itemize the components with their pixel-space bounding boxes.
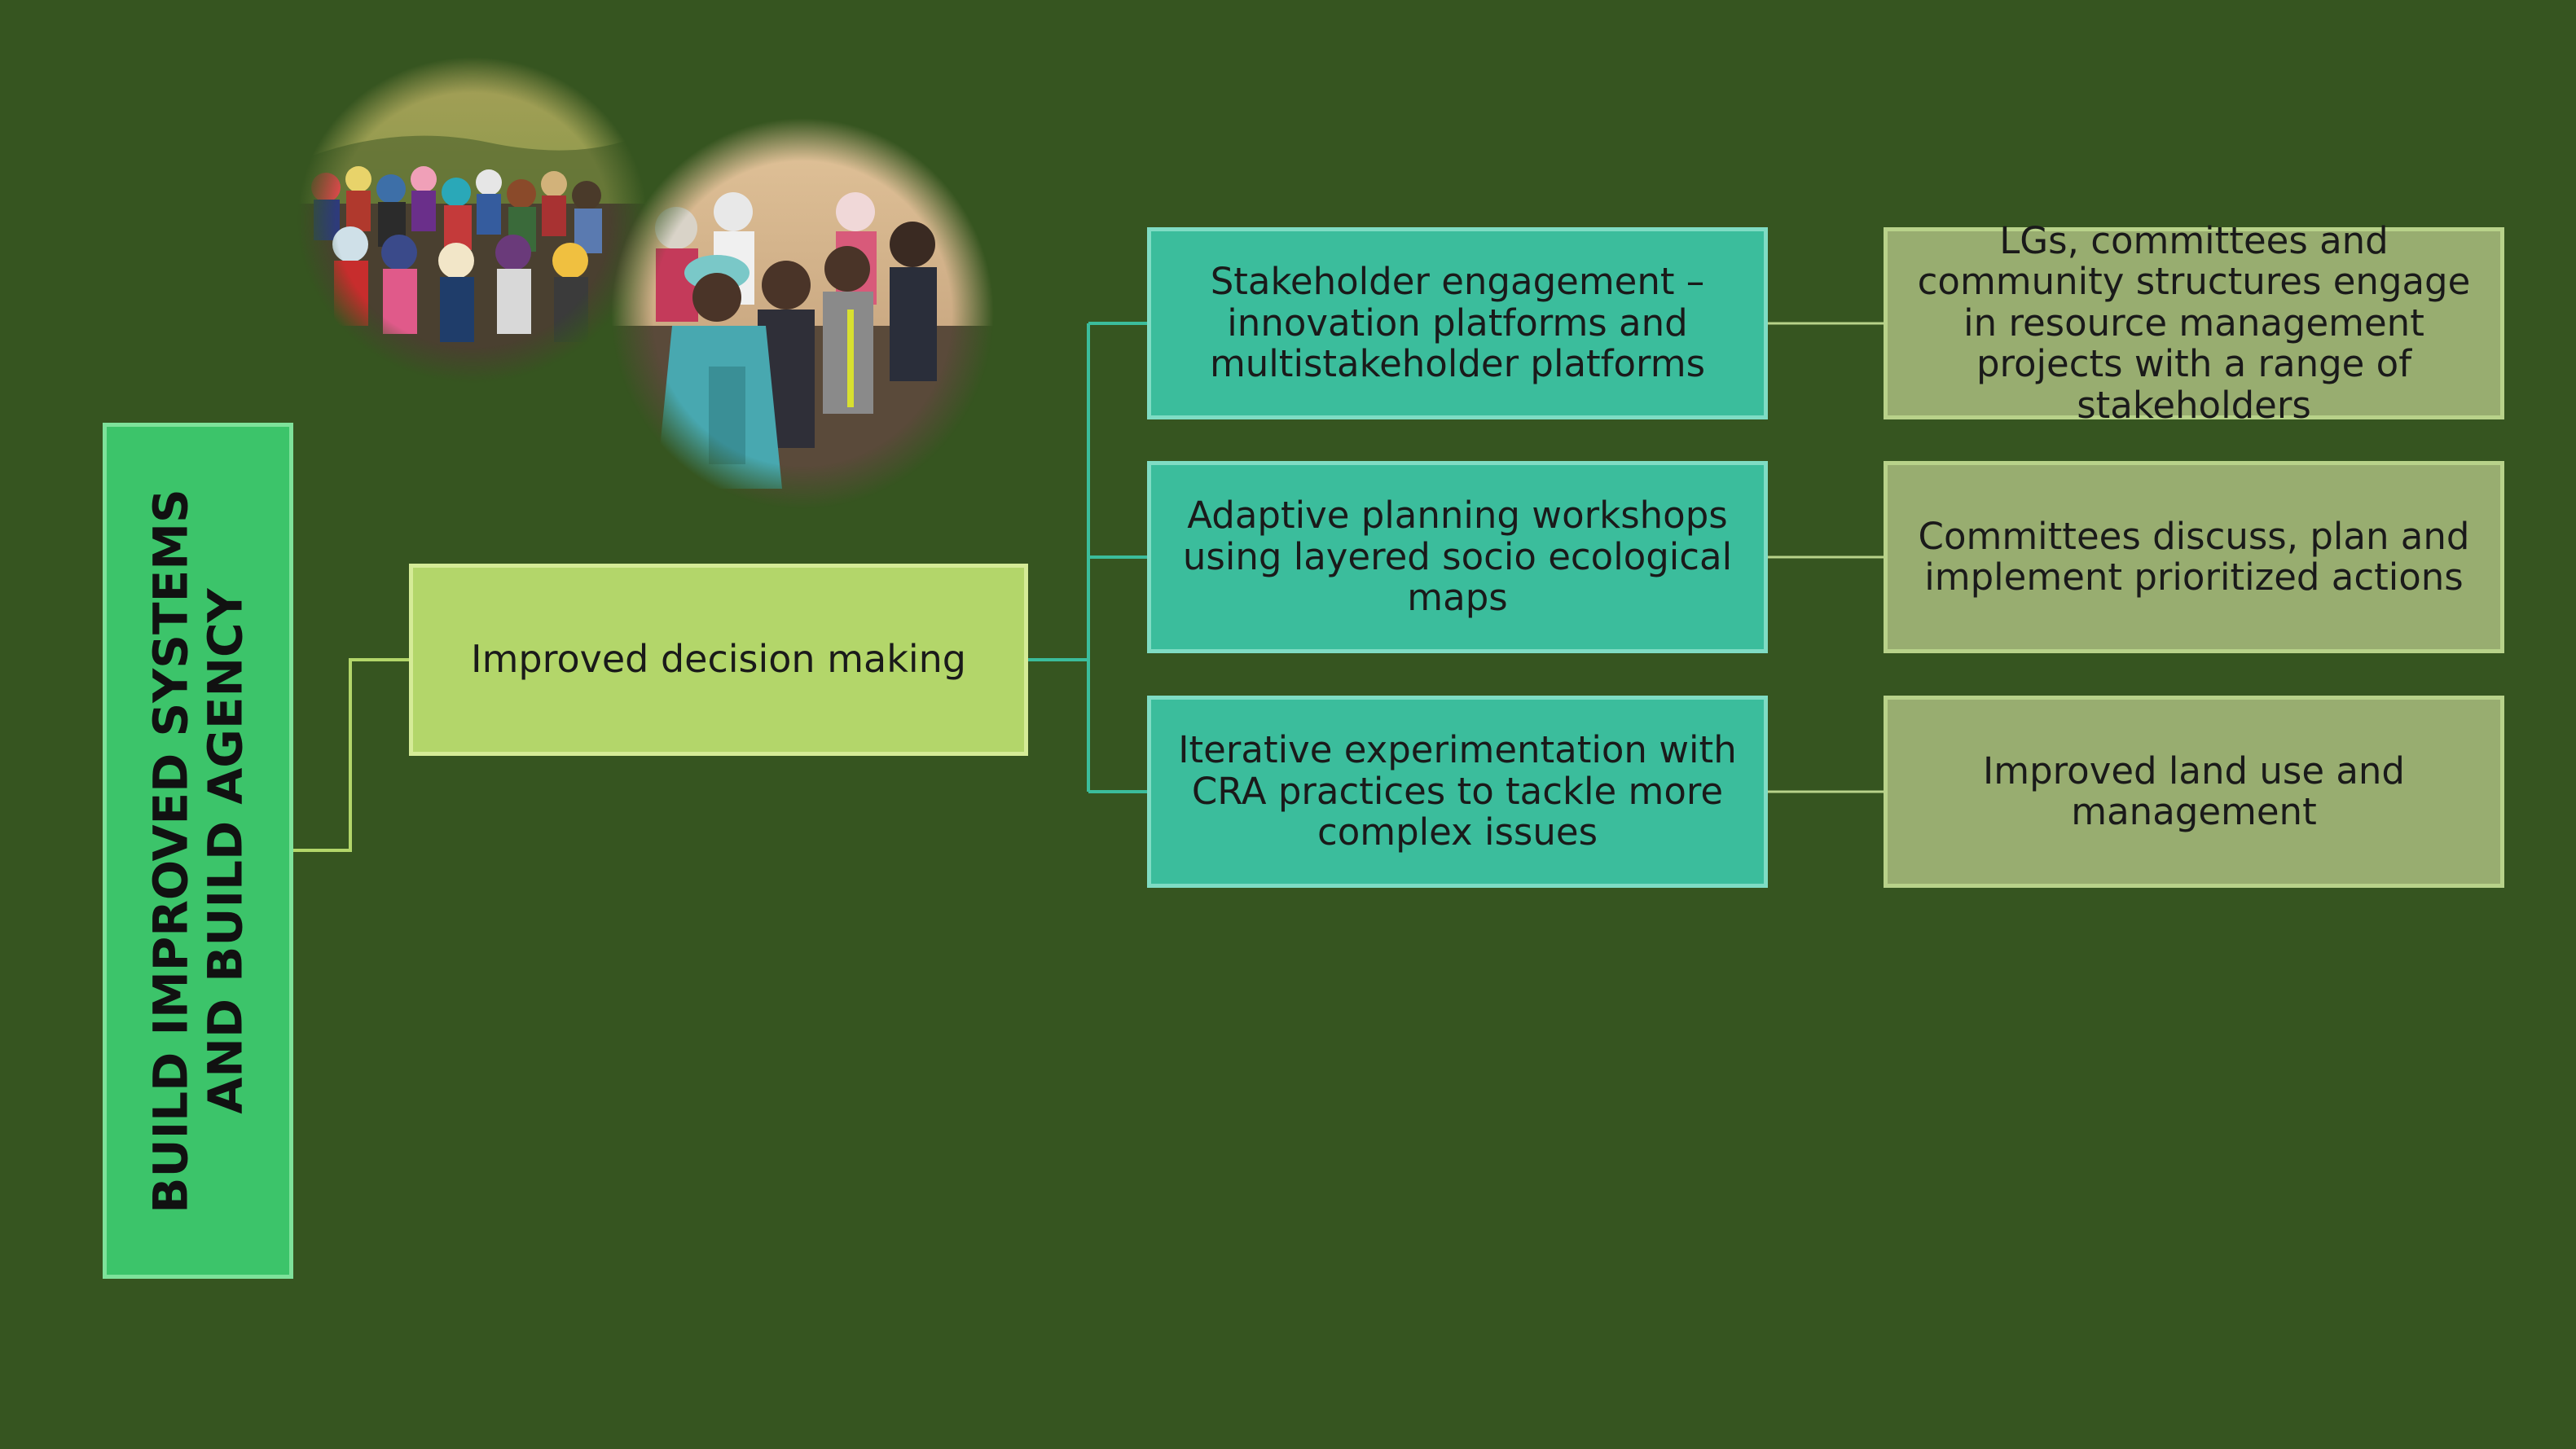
activity-node: Iterative experimentation with CRA pract… [1147, 696, 1768, 888]
activity-node: Adaptive planning workshops using layere… [1147, 461, 1768, 653]
outcome-node-label: Committees discuss, plan and implement p… [1918, 514, 2470, 599]
activity-node-label: Stakeholder engagement – innovation plat… [1209, 260, 1706, 386]
root-node-label: BUILD IMPROVED SYSTEMS AND BUILD AGENCY [143, 488, 253, 1214]
connector-root-to-middle [293, 658, 409, 852]
outcome-node: Improved land use and management [1884, 696, 2504, 888]
indoor-meeting-photo [607, 114, 998, 513]
activity-node: Stakeholder engagement – innovation plat… [1147, 227, 1768, 419]
outcome-node-label: LGs, committees and community structures… [1917, 219, 2471, 427]
outdoor-meeting-photo [293, 49, 652, 391]
middle-node: Improved decision making [409, 564, 1028, 756]
activity-node-label: Iterative experimentation with CRA pract… [1178, 728, 1737, 854]
middle-node-label: Improved decision making [471, 637, 966, 682]
outcome-node: Committees discuss, plan and implement p… [1884, 461, 2504, 653]
root-node: BUILD IMPROVED SYSTEMS AND BUILD AGENCY [103, 423, 293, 1279]
outcome-node-label: Improved land use and management [1983, 749, 2405, 833]
outcome-node: LGs, committees and community structures… [1884, 220, 2504, 425]
activity-node-label: Adaptive planning workshops using layere… [1182, 494, 1733, 620]
